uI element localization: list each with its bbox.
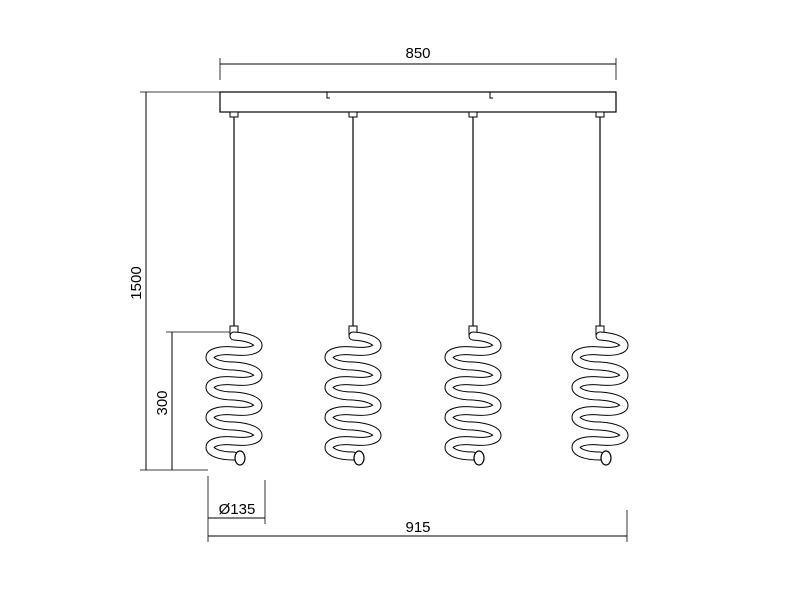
shade-end-cap [234, 450, 246, 466]
shade-diameter-label: Ø135 [219, 501, 256, 518]
shade-height-dimension: 300 [154, 331, 232, 470]
spiral-shade-inner [206, 332, 262, 460]
overall-height-label: 1500 [128, 266, 145, 299]
overall-width-dimension: 915 [207, 510, 628, 542]
overall-height-dimension: 1500 [128, 91, 220, 471]
pendant-group [205, 111, 629, 466]
spiral-shade-inner [445, 332, 501, 460]
shade-end-cap [600, 450, 612, 466]
cord-mount [595, 111, 605, 118]
spiral-shade-inner [572, 332, 628, 460]
pendant-3 [444, 111, 502, 466]
pendant-4 [571, 111, 629, 466]
shade-diameter-dimension: Ø135 [207, 476, 266, 524]
shade-height-label: 300 [154, 390, 171, 415]
shade-end-cap [353, 450, 365, 466]
pendant-2 [324, 111, 382, 466]
pendant-1 [205, 111, 263, 466]
overall-width-label: 915 [405, 519, 430, 536]
shade-end-cap [473, 450, 485, 466]
canopy-width-label: 850 [405, 45, 430, 62]
canopy-width-dimension: 850 [219, 45, 617, 80]
cord-mount [468, 111, 478, 118]
ceiling-canopy [219, 91, 617, 113]
cord-mount [348, 111, 358, 118]
cord-mount [229, 111, 239, 118]
spiral-shade-inner [325, 332, 381, 460]
